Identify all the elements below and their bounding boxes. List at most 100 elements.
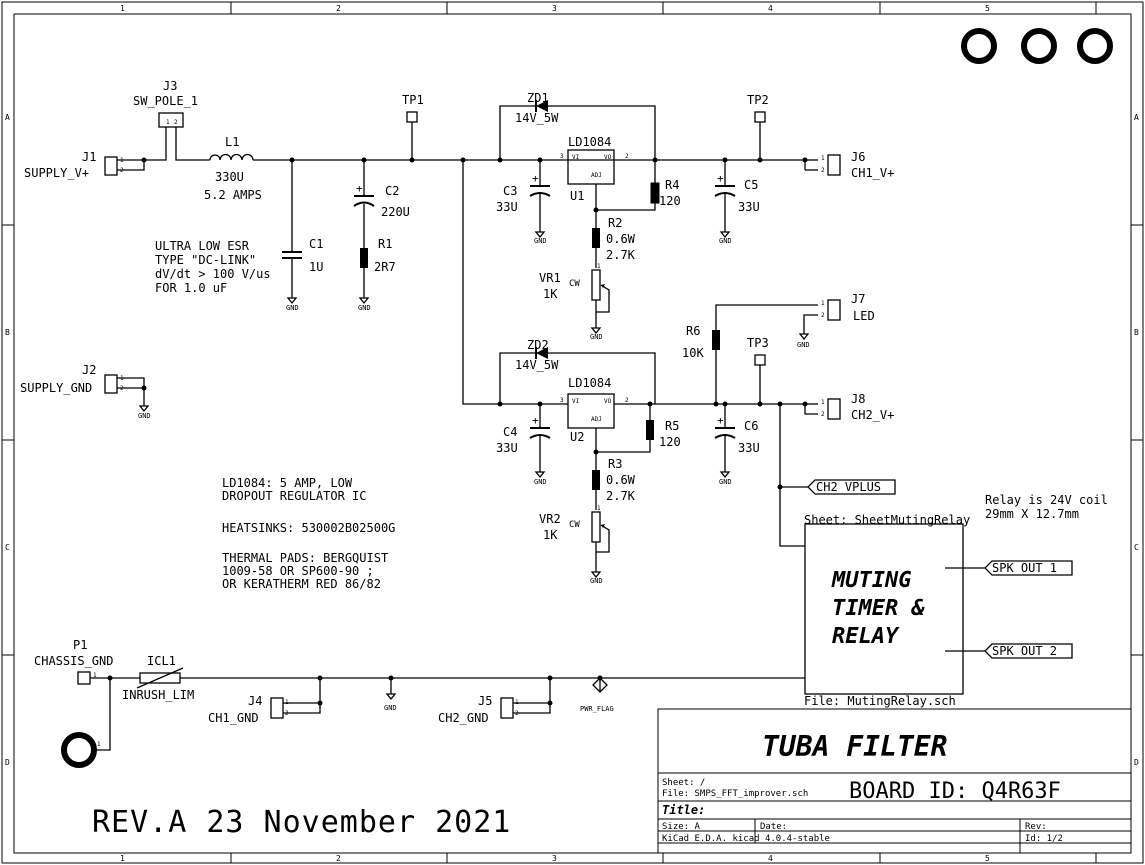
p1-ref: P1 (73, 638, 87, 652)
svg-text:GND: GND (797, 341, 810, 349)
svg-text:VI: VI (572, 154, 580, 161)
top-input-wires (117, 127, 806, 171)
svg-text:Id: 1/2: Id: 1/2 (1025, 834, 1063, 844)
svg-text:2: 2 (174, 119, 178, 126)
resistor-r6-led: R6 10K 12 GND J7 LED (682, 292, 875, 407)
subsheet-name: Sheet: SheetMutingRelay (804, 513, 970, 527)
j4-value: CH1_GND (208, 711, 259, 725)
svg-text:TP2: TP2 (747, 93, 769, 107)
svg-text:1: 1 (597, 263, 601, 270)
r2-ref: R2 (608, 216, 622, 230)
svg-text:MUTING: MUTING (831, 568, 911, 593)
svg-text:1: 1 (597, 505, 601, 512)
vr2-ref: VR2 (539, 512, 561, 526)
svg-text:2: 2 (821, 411, 825, 418)
mounting-hole-icon (61, 28, 1113, 768)
svg-text:2: 2 (285, 710, 289, 717)
svg-text:CW: CW (569, 279, 580, 289)
j5-ref: J5 (478, 694, 492, 708)
c4-ref: C4 (503, 425, 517, 439)
svg-text:ADJ: ADJ (591, 416, 602, 423)
svg-text:GND: GND (286, 304, 299, 312)
r6-ref: R6 (686, 324, 700, 338)
svg-text:FOR 1.0 uF: FOR 1.0 uF (155, 281, 227, 295)
c5-value: 33U (738, 200, 760, 214)
row-label: C (5, 543, 10, 552)
icl1-value: INRUSH_LIM (122, 688, 194, 702)
vr1-ref: VR1 (539, 271, 561, 285)
r2-rating: 2.7K (606, 248, 636, 262)
connector-j8: 12 J8 CH2_V+ (802, 392, 894, 422)
svg-text:Size: A: Size: A (662, 822, 701, 832)
r4-ref: R4 (665, 178, 679, 192)
muting-relay-subsheet: Sheet: SheetMutingRelay File: MutingRela… (804, 513, 1073, 708)
r6-value: 10K (682, 346, 704, 360)
capacitor-c6: + GND C6 33U (714, 401, 760, 486)
svg-text:ADJ: ADJ (591, 172, 602, 179)
col-label: 5 (985, 4, 990, 13)
ch2-vplus-net: CH2_VPLUS (777, 401, 896, 547)
svg-text:GND: GND (719, 237, 732, 245)
zd2-ref: ZD2 (527, 338, 549, 352)
r3-rating: 2.7K (606, 489, 636, 503)
r4-value: 120 (659, 194, 681, 208)
c3-ref: C3 (503, 184, 517, 198)
regulator-u2: ZD2 14V_5W VI VO ADJ 3 2 LD1084 U2 + GND… (462, 160, 805, 585)
r1-value: 2R7 (374, 260, 396, 274)
svg-text:2: 2 (625, 397, 629, 404)
j1-value: SUPPLY_V+ (24, 166, 89, 180)
subsheet-file: File: MutingRelay.sch (804, 694, 956, 708)
r5-value: 120 (659, 435, 681, 449)
svg-text:+: + (717, 172, 724, 185)
row-label: B (1134, 328, 1139, 337)
col-label: 2 (336, 4, 341, 13)
testpoint-tp1: TP1 (402, 93, 424, 163)
row-label: C (1134, 543, 1139, 552)
col-label: 3 (552, 4, 557, 13)
capacitor-c1: GND C1 1U (282, 157, 323, 312)
relay-note: Relay is 24V coil 29mm X 12.7mm (985, 493, 1108, 521)
spk-out-2-label: SPK_OUT_2 (992, 644, 1057, 658)
col-label: 3 (552, 854, 557, 863)
svg-text:Relay is 24V coil: Relay is 24V coil (985, 493, 1108, 507)
c5-ref: C5 (744, 178, 758, 192)
svg-text:1: 1 (515, 699, 519, 706)
u2-value: LD1084 (568, 376, 611, 390)
col-label: 4 (768, 854, 773, 863)
svg-text:GND: GND (534, 237, 547, 245)
revision-text: REV.A 23 November 2021 (92, 805, 511, 840)
row-label: A (5, 113, 10, 122)
svg-text:GND: GND (358, 304, 371, 312)
r2-value: 0.6W (606, 232, 636, 246)
c3-value: 33U (496, 200, 518, 214)
svg-text:TP1: TP1 (402, 93, 424, 107)
c2-value: 220U (381, 205, 410, 219)
c6-value: 33U (738, 441, 760, 455)
u1-value: LD1084 (568, 135, 611, 149)
svg-text:Rev:: Rev: (1025, 822, 1047, 832)
svg-text:RELAY: RELAY (832, 624, 900, 649)
r5-ref: R5 (665, 419, 679, 433)
r1-ref: R1 (378, 237, 392, 251)
c6-ref: C6 (744, 419, 758, 433)
title-block: TUBA FILTER Sheet: / File: SMPS_FFT_impr… (657, 708, 1132, 854)
svg-text:1: 1 (821, 155, 825, 162)
j3-value: SW_POLE_1 (133, 94, 198, 108)
j2-ref: J2 (82, 363, 96, 377)
svg-text:GND: GND (384, 704, 397, 712)
svg-text:1: 1 (821, 399, 825, 406)
board-id: BOARD ID: Q4R63F (849, 779, 1061, 804)
j6-ref: J6 (851, 150, 865, 164)
esr-note: ULTRA LOW ESR TYPE "DC-LINK" dV/dt > 100… (155, 239, 271, 295)
connector-j1: 12 J1 SUPPLY_V+ (24, 150, 124, 180)
svg-text:LD1084: 5 AMP, LOW: LD1084: 5 AMP, LOW (222, 476, 353, 490)
connector-j6: 12 J6 CH1_V+ (802, 150, 894, 180)
zd1-ref: ZD1 (527, 91, 549, 105)
inductor-l1: L1 330U 5.2 AMPS (204, 135, 262, 202)
svg-text:29mm X 12.7mm: 29mm X 12.7mm (985, 507, 1079, 521)
svg-text:dV/dt > 100 V/us: dV/dt > 100 V/us (155, 267, 271, 281)
svg-text:GND: GND (590, 577, 603, 585)
vr2-value: 1K (543, 528, 558, 542)
zd2-value: 14V_5W (515, 358, 559, 372)
svg-text:+: + (717, 414, 724, 427)
